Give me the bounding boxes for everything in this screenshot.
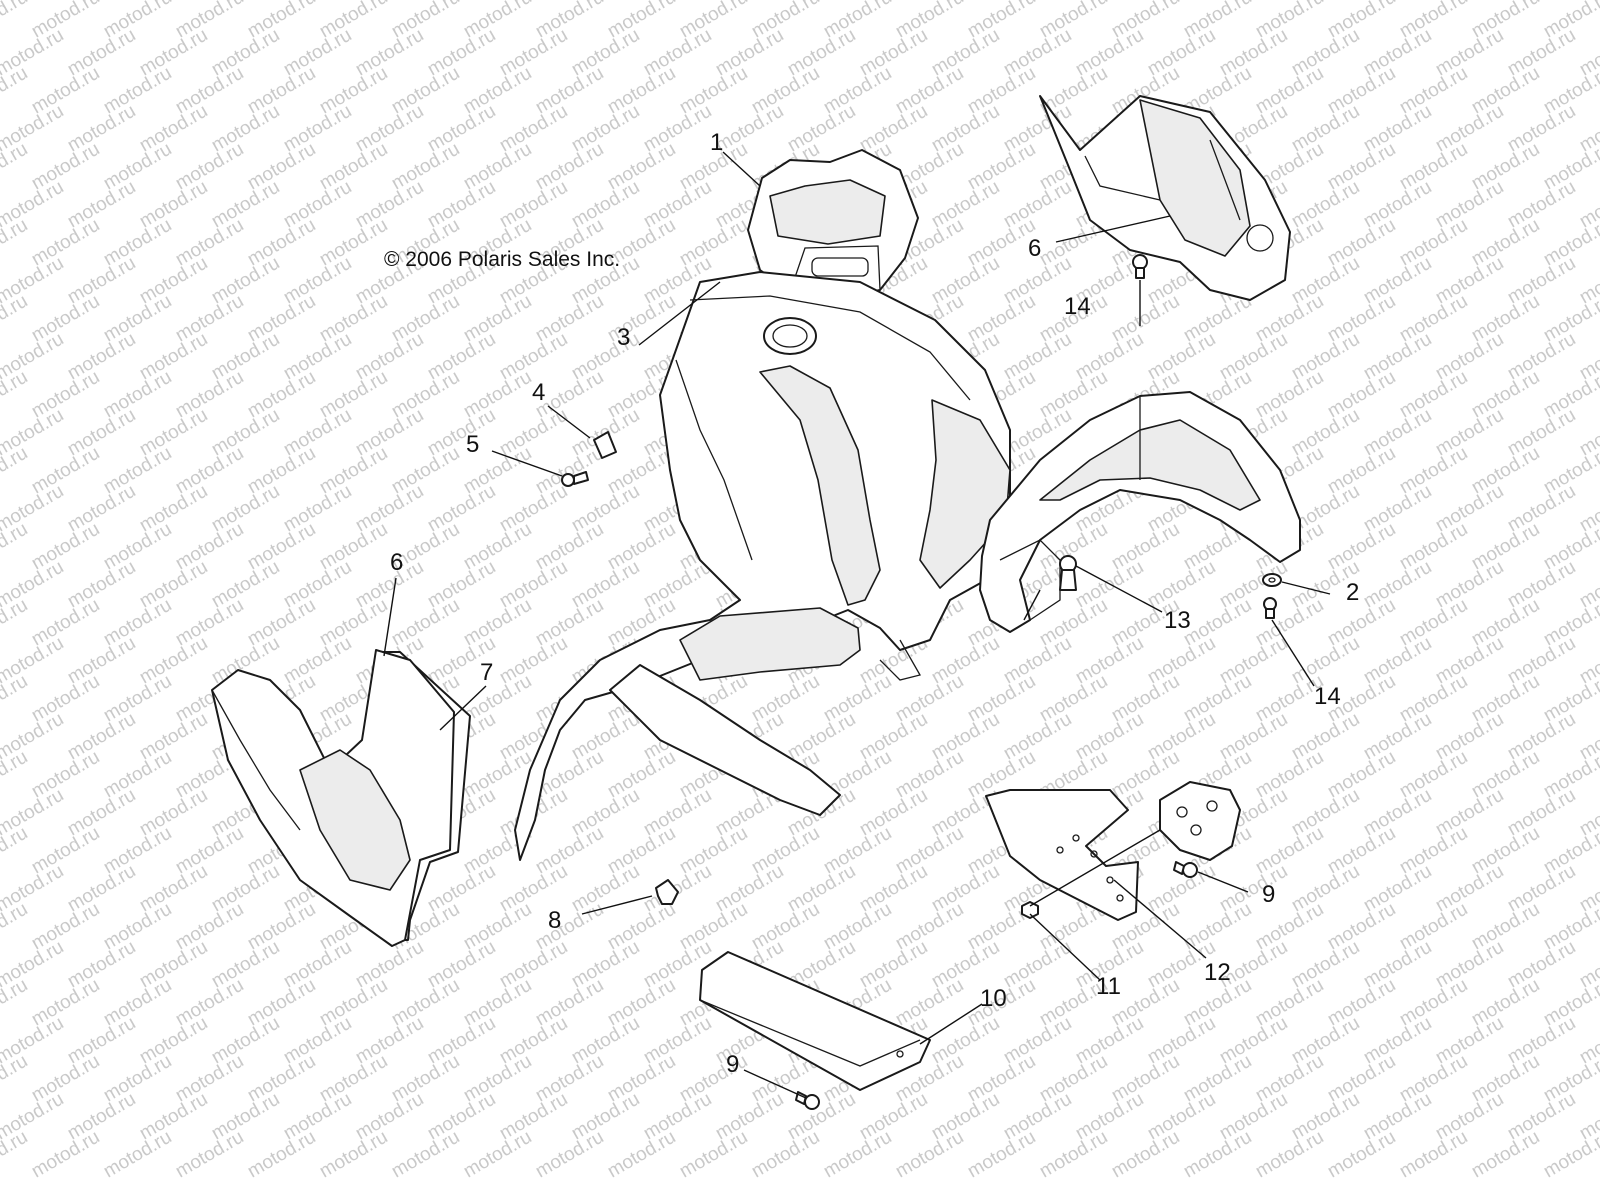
- watermark-text: motod.ru: [1396, 1127, 1471, 1183]
- watermark-text: motod.ru: [676, 1127, 751, 1183]
- watermark-text: motod.ru: [0, 1051, 31, 1107]
- callout-11: 11: [1096, 973, 1121, 1000]
- callout-13: 13: [1164, 607, 1191, 634]
- part-2-washer: [1262, 573, 1282, 587]
- part-9-screw-right: [1173, 861, 1198, 878]
- watermark-text: motod.ru: [0, 63, 31, 119]
- part-14-fastener-lower: [1263, 597, 1277, 619]
- part-14-fastener-upper: [1132, 254, 1148, 279]
- watermark-text: motod.ru: [316, 1127, 391, 1183]
- callout-4: 4: [532, 379, 545, 406]
- watermark-text: motod.ru: [0, 595, 31, 651]
- watermark-text: motod.ru: [820, 1127, 895, 1183]
- watermark-text: motod.ru: [0, 215, 31, 271]
- watermark-text: motod.ru: [172, 1127, 247, 1183]
- callout-5: 5: [466, 431, 479, 458]
- callout-7: 7: [480, 659, 493, 686]
- callout-14-lower: 14: [1314, 683, 1341, 710]
- watermark-text: motod.ru: [0, 1127, 31, 1183]
- watermark-text: motod.ru: [0, 291, 31, 347]
- callout-3: 3: [617, 324, 630, 351]
- part-6-side-panel-left: [211, 649, 455, 947]
- callout-14-upper: 14: [1064, 293, 1091, 320]
- watermark-text: motod.ru: [964, 1127, 1039, 1183]
- callout-6-left: 6: [390, 549, 403, 576]
- watermark-text: motod.ru: [0, 139, 31, 195]
- watermark-text: motod.ru: [0, 367, 31, 423]
- callout-10: 10: [980, 985, 1007, 1012]
- watermark-text: motod.ru: [1180, 1127, 1255, 1183]
- callout-1: 1: [710, 129, 723, 156]
- watermark-text: motod.ru: [1252, 1127, 1327, 1183]
- watermark-text: motod.ru: [0, 747, 31, 803]
- watermark-text: motod.ru: [0, 823, 31, 879]
- callout-8: 8: [548, 907, 561, 934]
- copyright-notice: © 2006 Polaris Sales Inc.: [384, 248, 620, 271]
- watermark-text: motod.ru: [1324, 1127, 1399, 1183]
- watermark-text: motod.ru: [1468, 1127, 1543, 1183]
- watermark-text: motod.ru: [748, 1127, 823, 1183]
- callout-9-lower: 9: [726, 1051, 739, 1078]
- callout-9-right: 9: [1262, 881, 1275, 908]
- part-11-nut: [1021, 901, 1039, 919]
- watermark-text: motod.ru: [0, 519, 31, 575]
- watermark-text: motod.ru: [0, 443, 31, 499]
- part-13-push-rivet: [1059, 555, 1077, 591]
- callout-12: 12: [1204, 959, 1231, 986]
- watermark-text: motod.ru: [388, 1127, 463, 1183]
- watermark-text: motod.ru: [1036, 1127, 1111, 1183]
- watermark-text: motod.ru: [100, 1127, 175, 1183]
- watermark-text: motod.ru: [28, 1127, 103, 1183]
- watermark-text: motod.ru: [892, 1127, 967, 1183]
- watermark-text: motod.ru: [604, 1127, 679, 1183]
- watermark-text: motod.ru: [1108, 1127, 1183, 1183]
- watermark-text: motod.ru: [0, 975, 31, 1031]
- callout-6-upper: 6: [1028, 235, 1041, 262]
- switch-block: [1159, 781, 1241, 861]
- watermark-text: motod.ru: [460, 1127, 535, 1183]
- watermark-text: motod.ru: [0, 0, 31, 42]
- watermark-text: motod.ru: [1540, 1127, 1600, 1183]
- watermark-text: motod.ru: [0, 899, 31, 955]
- watermark-text: motod.ru: [0, 671, 31, 727]
- watermark-text: motod.ru: [1576, 0, 1600, 4]
- callout-2: 2: [1346, 579, 1359, 606]
- watermark-text: motod.ru: [532, 1127, 607, 1183]
- watermark-text: motod.ru: [244, 1127, 319, 1183]
